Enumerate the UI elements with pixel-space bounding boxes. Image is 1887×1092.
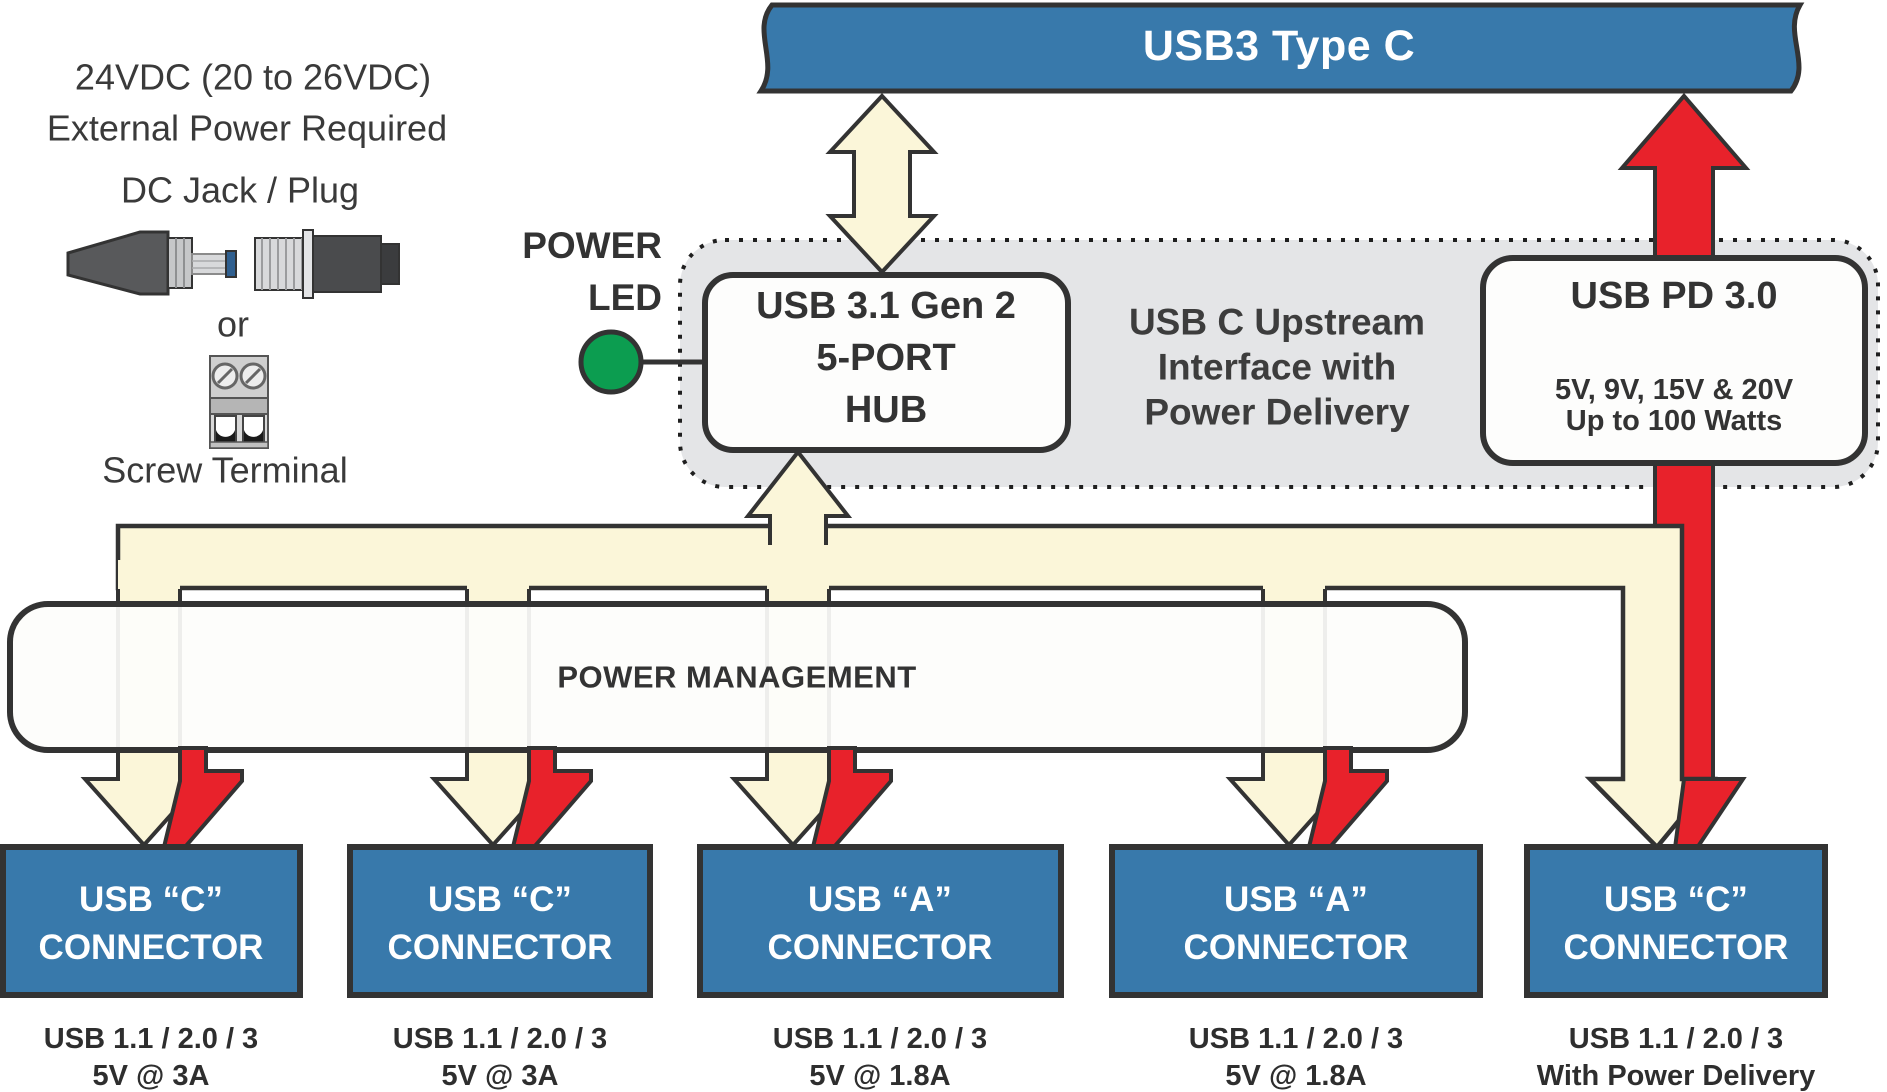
screw-terminal-illustration — [209, 355, 269, 449]
power-bus-band — [115, 523, 1718, 851]
screw-terminal-label: Screw Terminal — [102, 449, 348, 491]
connector-1-title: USB “C” CONNECTOR — [39, 876, 264, 972]
power-led-label: POWER LED — [522, 220, 662, 324]
pm-power-arrows-red — [161, 746, 1389, 849]
power-led-label-line2: LED — [588, 277, 662, 318]
connector-4-title-line2: CONNECTOR — [1183, 928, 1409, 967]
pd-to-typec-red-arrow — [1617, 92, 1751, 264]
hub-label: USB 3.1 Gen 2 5-PORT HUB — [756, 280, 1016, 436]
connector-3-spec-line2: 5V @ 1.8A — [809, 1060, 951, 1092]
usb-pd-spec-line2: Up to 100 Watts — [1565, 405, 1783, 437]
connector-2-title-line2: CONNECTOR — [387, 928, 613, 967]
or-label: or — [216, 303, 250, 345]
connector-5-title-line2: CONNECTOR — [1563, 928, 1789, 967]
connector-box-4 — [1109, 844, 1483, 998]
connector-2-spec-line2: 5V @ 3A — [441, 1060, 559, 1092]
connector-5-spec-line2: With Power Delivery — [1536, 1060, 1816, 1092]
bus-to-hub-arrow-fill — [748, 452, 848, 545]
connector-4-title: USB “A” CONNECTOR — [1184, 876, 1409, 972]
connector-3-spec: USB 1.1 / 2.0 / 3 5V @ 1.8A — [773, 1021, 987, 1092]
connector-boxes — [0, 844, 1828, 998]
connector-1-spec-line2: 5V @ 3A — [92, 1060, 210, 1092]
connector-4-title-line1: USB “A” — [1224, 880, 1368, 919]
connector-1-title-line1: USB “C” — [79, 880, 223, 919]
connector-box-1 — [0, 844, 303, 998]
power-management-label: POWER MANAGEMENT — [557, 659, 917, 695]
connector-3-title: USB “A” CONNECTOR — [768, 876, 993, 972]
connector-1-spec: USB 1.1 / 2.0 / 3 5V @ 3A — [44, 1021, 258, 1092]
usb-pd-title: USB PD 3.0 — [1570, 275, 1778, 318]
connector-2-spec: USB 1.1 / 2.0 / 3 5V @ 3A — [393, 1021, 607, 1092]
upstream-label-line3: Power Delivery — [1144, 391, 1410, 433]
connector-box-3 — [697, 844, 1064, 998]
connector-1-spec-line1: USB 1.1 / 2.0 / 3 — [43, 1023, 259, 1055]
usb-pd-spec-line1: 5V, 9V, 15V & 20V — [1554, 374, 1794, 406]
dc-jack-label: DC Jack / Plug — [120, 169, 360, 211]
connector-4-spec-line1: USB 1.1 / 2.0 / 3 — [1188, 1023, 1404, 1055]
external-power-note-line1: 24VDC (20 to 26VDC) — [74, 56, 432, 98]
usb-pd-spec: 5V, 9V, 15V & 20V Up to 100 Watts — [1555, 375, 1793, 437]
connector-5-spec-line1: USB 1.1 / 2.0 / 3 — [1568, 1023, 1784, 1055]
connector-1-title-line2: CONNECTOR — [38, 928, 264, 967]
pd-column-arrowhead-red — [1672, 777, 1747, 850]
upstream-label-line2: Interface with — [1157, 346, 1397, 388]
connector-box-5 — [1524, 844, 1828, 998]
external-power-note-line2: External Power Required — [46, 107, 448, 149]
connector-5-spec: USB 1.1 / 2.0 / 3 With Power Delivery — [1537, 1021, 1816, 1092]
hub-label-line1: USB 3.1 Gen 2 — [756, 285, 1016, 327]
hub-label-line2: 5-PORT — [816, 337, 956, 379]
connector-2-title: USB “C” CONNECTOR — [388, 876, 613, 972]
power-management-box — [7, 601, 1468, 753]
connector-3-title-line1: USB “A” — [808, 880, 952, 919]
banner-title: USB3 Type C — [1142, 22, 1416, 71]
connector-box-2 — [347, 844, 653, 998]
upstream-interface-label: USB C Upstream Interface with Power Deli… — [1129, 300, 1425, 435]
usb-pd-box — [1480, 255, 1868, 466]
hub-label-line3: HUB — [844, 389, 928, 431]
upstream-label-line1: USB C Upstream — [1128, 301, 1426, 343]
connector-2-spec-line1: USB 1.1 / 2.0 / 3 — [392, 1023, 608, 1055]
dc-jack-plug-illustration — [66, 229, 400, 299]
connector-4-spec-line2: 5V @ 1.8A — [1225, 1060, 1367, 1092]
connector-2-title-line1: USB “C” — [428, 880, 572, 919]
power-led-icon — [578, 329, 644, 395]
connector-5-title-line1: USB “C” — [1604, 880, 1748, 919]
usb3-type-c-banner — [756, 2, 1805, 94]
connector-3-spec-line1: USB 1.1 / 2.0 / 3 — [772, 1023, 988, 1055]
connector-5-title: USB “C” CONNECTOR — [1564, 876, 1789, 972]
connector-4-spec: USB 1.1 / 2.0 / 3 5V @ 1.8A — [1189, 1021, 1403, 1092]
connector-3-title-line2: CONNECTOR — [767, 928, 993, 967]
power-led-label-line1: POWER — [522, 225, 662, 266]
